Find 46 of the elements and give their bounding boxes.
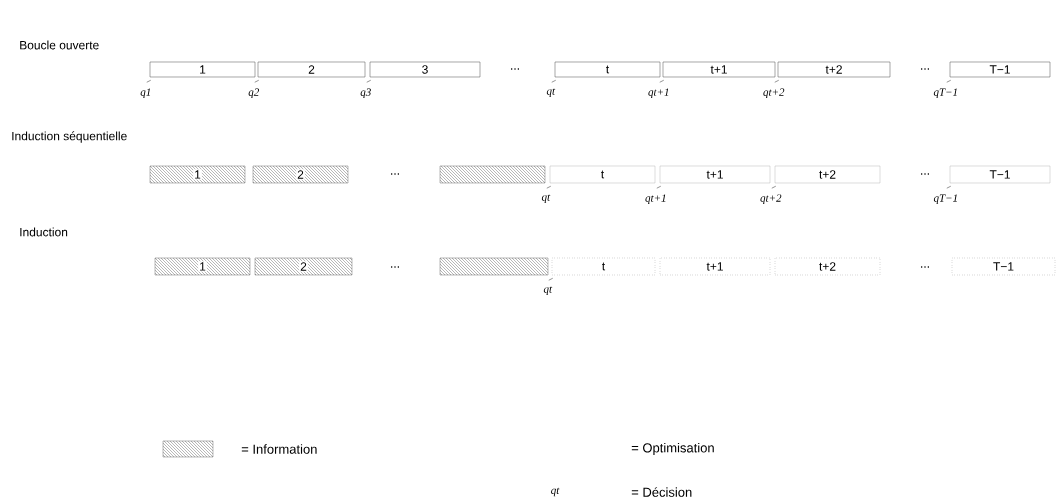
period-box: 3 <box>369 61 481 78</box>
decision-label: qT−1 <box>933 88 957 99</box>
period-box: T−1 <box>949 61 1051 78</box>
period-box: t+2 <box>774 257 881 276</box>
legend-text: = Optimisation <box>631 442 714 456</box>
section-heading: Induction <box>20 227 68 237</box>
decision-label: qt <box>541 194 551 203</box>
decision-label: qt+1 <box>648 88 669 99</box>
hatched-period-box: 2 <box>252 165 349 184</box>
period-box: T−1 <box>951 257 1056 276</box>
decision-label: qt+2 <box>760 194 782 204</box>
period-box: t+2 <box>777 61 891 78</box>
decision-label: qt+1 <box>645 194 666 204</box>
hatched-period-box <box>439 257 549 276</box>
period-box: t <box>554 61 661 78</box>
ellipsis: ... <box>921 266 929 268</box>
period-box: t+2 <box>774 165 881 184</box>
decision-label: qt+2 <box>763 88 785 99</box>
ellipsis: ... <box>921 173 929 175</box>
decision-label: qt <box>546 88 556 97</box>
period-box: t+1 <box>662 61 776 78</box>
period-box: t+1 <box>659 257 771 276</box>
ellipsis: ... <box>921 68 929 70</box>
ellipsis: ... <box>391 173 399 175</box>
hatched-period-box: 1 <box>149 165 246 184</box>
hatched-period-box <box>439 165 546 184</box>
decision-label: q3 <box>360 88 371 99</box>
period-box: 1 <box>149 61 256 78</box>
decision-label: q2 <box>248 88 259 99</box>
legend-text: = Information <box>241 444 317 454</box>
decision-label: qt <box>543 286 553 295</box>
period-box: t <box>551 257 656 276</box>
hatched-period-box: 2 <box>254 257 353 276</box>
decision-symbol: qt <box>551 487 560 497</box>
period-box: t <box>549 165 656 184</box>
period-box: T−1 <box>949 165 1051 184</box>
legend-text: = Décision <box>631 487 692 497</box>
ellipsis: ... <box>511 68 519 70</box>
decision-label: qT−1 <box>933 194 957 204</box>
period-box: t+1 <box>659 165 771 184</box>
section-heading: Induction séquentielle <box>12 131 127 143</box>
ellipsis: ... <box>391 266 399 268</box>
hatched-period-box: 1 <box>154 257 251 276</box>
section-heading: Boucle ouverte <box>20 40 99 50</box>
period-box: 2 <box>257 61 366 78</box>
decision-label: q1 <box>140 88 151 99</box>
